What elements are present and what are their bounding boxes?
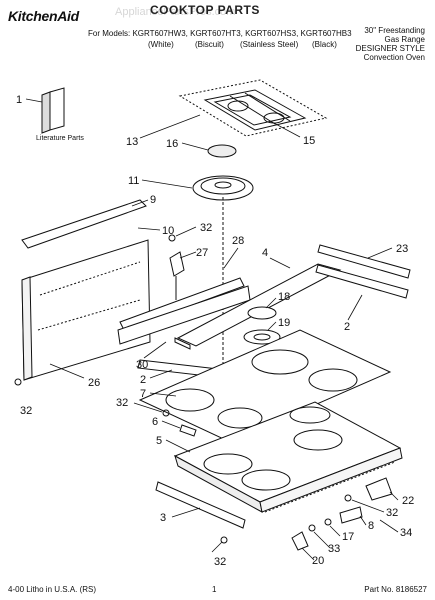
callout-8: 8 — [368, 520, 374, 532]
callout-33: 33 — [328, 543, 340, 555]
screw-32-bottom — [220, 536, 228, 544]
callout-11: 11 — [128, 175, 139, 187]
callout-16: 16 — [166, 138, 178, 150]
frame-rear — [176, 263, 342, 347]
callout-30: 30 — [136, 359, 148, 371]
part-20 — [291, 531, 309, 551]
callout-3: 3 — [160, 512, 166, 524]
callout-32a: 32 — [200, 222, 212, 234]
part-22 — [365, 477, 393, 501]
side-panel — [21, 239, 151, 381]
color-stainless: (Stainless Steel) — [240, 40, 299, 49]
product-description: 30" Freestanding Gas Range DESIGNER STYL… — [356, 26, 425, 62]
burner-box — [173, 401, 403, 513]
leader-lines — [25, 98, 399, 561]
callout-2-mid: 2 — [140, 374, 146, 386]
mounting-bracket — [169, 251, 185, 300]
callout-19: 19 — [278, 317, 290, 329]
color-biscuit: (Biscuit) — [195, 40, 224, 49]
callout-5: 5 — [156, 435, 162, 447]
footer-print-info: 4-00 Litho in U.S.A. (RS) — [8, 585, 97, 594]
literature-booklet — [41, 87, 65, 134]
callouts: 1 13 16 15 11 9 10 32 27 28 4 23 2 18 19… — [16, 94, 414, 568]
callout-34: 34 — [400, 527, 412, 539]
callout-13: 13 — [126, 136, 138, 148]
trim-strip-3 — [155, 481, 246, 529]
callout-26: 26 — [88, 377, 100, 389]
part-33 — [308, 524, 316, 532]
clip-6 — [179, 424, 197, 437]
burner-cap — [207, 144, 237, 158]
callout-32b: 32 — [116, 397, 128, 409]
burner-18 — [247, 306, 277, 320]
callout-20: 20 — [312, 555, 324, 567]
part-8 — [339, 506, 363, 524]
watermark: AppliancePartsPros.com — [115, 6, 236, 18]
model-list: For Models: KGRT607HW3, KGRT607HT3, KGRT… — [88, 29, 352, 38]
screw-32-left — [162, 409, 170, 417]
color-white: (White) — [148, 40, 174, 49]
footer-part-number: Part No. 8186527 — [364, 585, 427, 594]
callout-7: 7 — [140, 388, 146, 400]
desc-line-4: Convection Oven — [363, 53, 425, 62]
screw-32-side — [14, 378, 22, 386]
callout-28: 28 — [232, 235, 244, 247]
burner-grate — [178, 79, 328, 137]
trim-strip-28 — [119, 277, 245, 331]
cooktop-glass — [138, 329, 392, 443]
part-17 — [324, 518, 332, 526]
callout-15: 15 — [303, 135, 315, 147]
callout-9: 9 — [150, 194, 156, 206]
callout-6: 6 — [152, 416, 158, 428]
trim-strip-right — [315, 264, 409, 299]
callout-18: 18 — [278, 291, 290, 303]
callout-4: 4 — [262, 247, 268, 259]
callout-22: 22 — [402, 495, 414, 507]
color-black: (Black) — [312, 40, 337, 49]
trim-strip-upper — [21, 199, 147, 249]
screw-upper — [168, 234, 176, 242]
callout-17: 17 — [342, 531, 354, 543]
callout-10: 10 — [162, 225, 174, 237]
footer-page-number: 1 — [212, 585, 217, 594]
callout-1: 1 — [16, 94, 22, 106]
callout-23: 23 — [396, 243, 408, 255]
screw-32-right — [344, 494, 352, 502]
desc-line-2: Gas Range — [384, 35, 425, 44]
burner-19 — [243, 329, 281, 345]
page-title: COOKTOP PARTS — [150, 3, 260, 17]
brand-logo: KitchenAid — [8, 8, 79, 24]
desc-line-3: DESIGNER STYLE — [355, 44, 425, 53]
callout-32c: 32 — [20, 405, 32, 417]
callout-32d: 32 — [214, 556, 226, 568]
callout-27: 27 — [196, 247, 208, 259]
desc-line-1: 30" Freestanding — [364, 26, 425, 35]
trim-strip-23 — [317, 244, 411, 279]
callout-32e: 32 — [386, 507, 398, 519]
literature-label: Literature Parts — [36, 135, 84, 142]
callout-2-right: 2 — [344, 321, 350, 333]
